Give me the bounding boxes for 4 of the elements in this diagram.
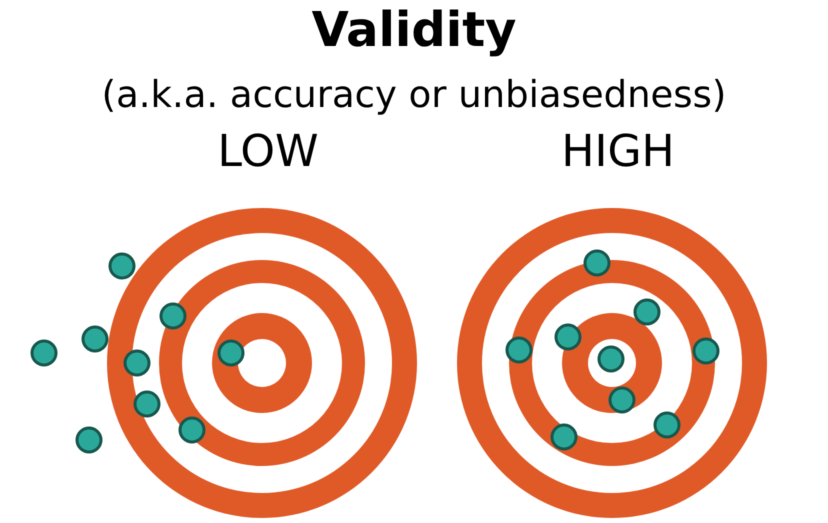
column-heading: LOW	[216, 130, 320, 174]
subtitle: (a.k.a. accuracy or unbiasedness)	[100, 76, 728, 113]
column-heading: HIGH	[560, 130, 676, 174]
title: Validity	[310, 6, 518, 54]
